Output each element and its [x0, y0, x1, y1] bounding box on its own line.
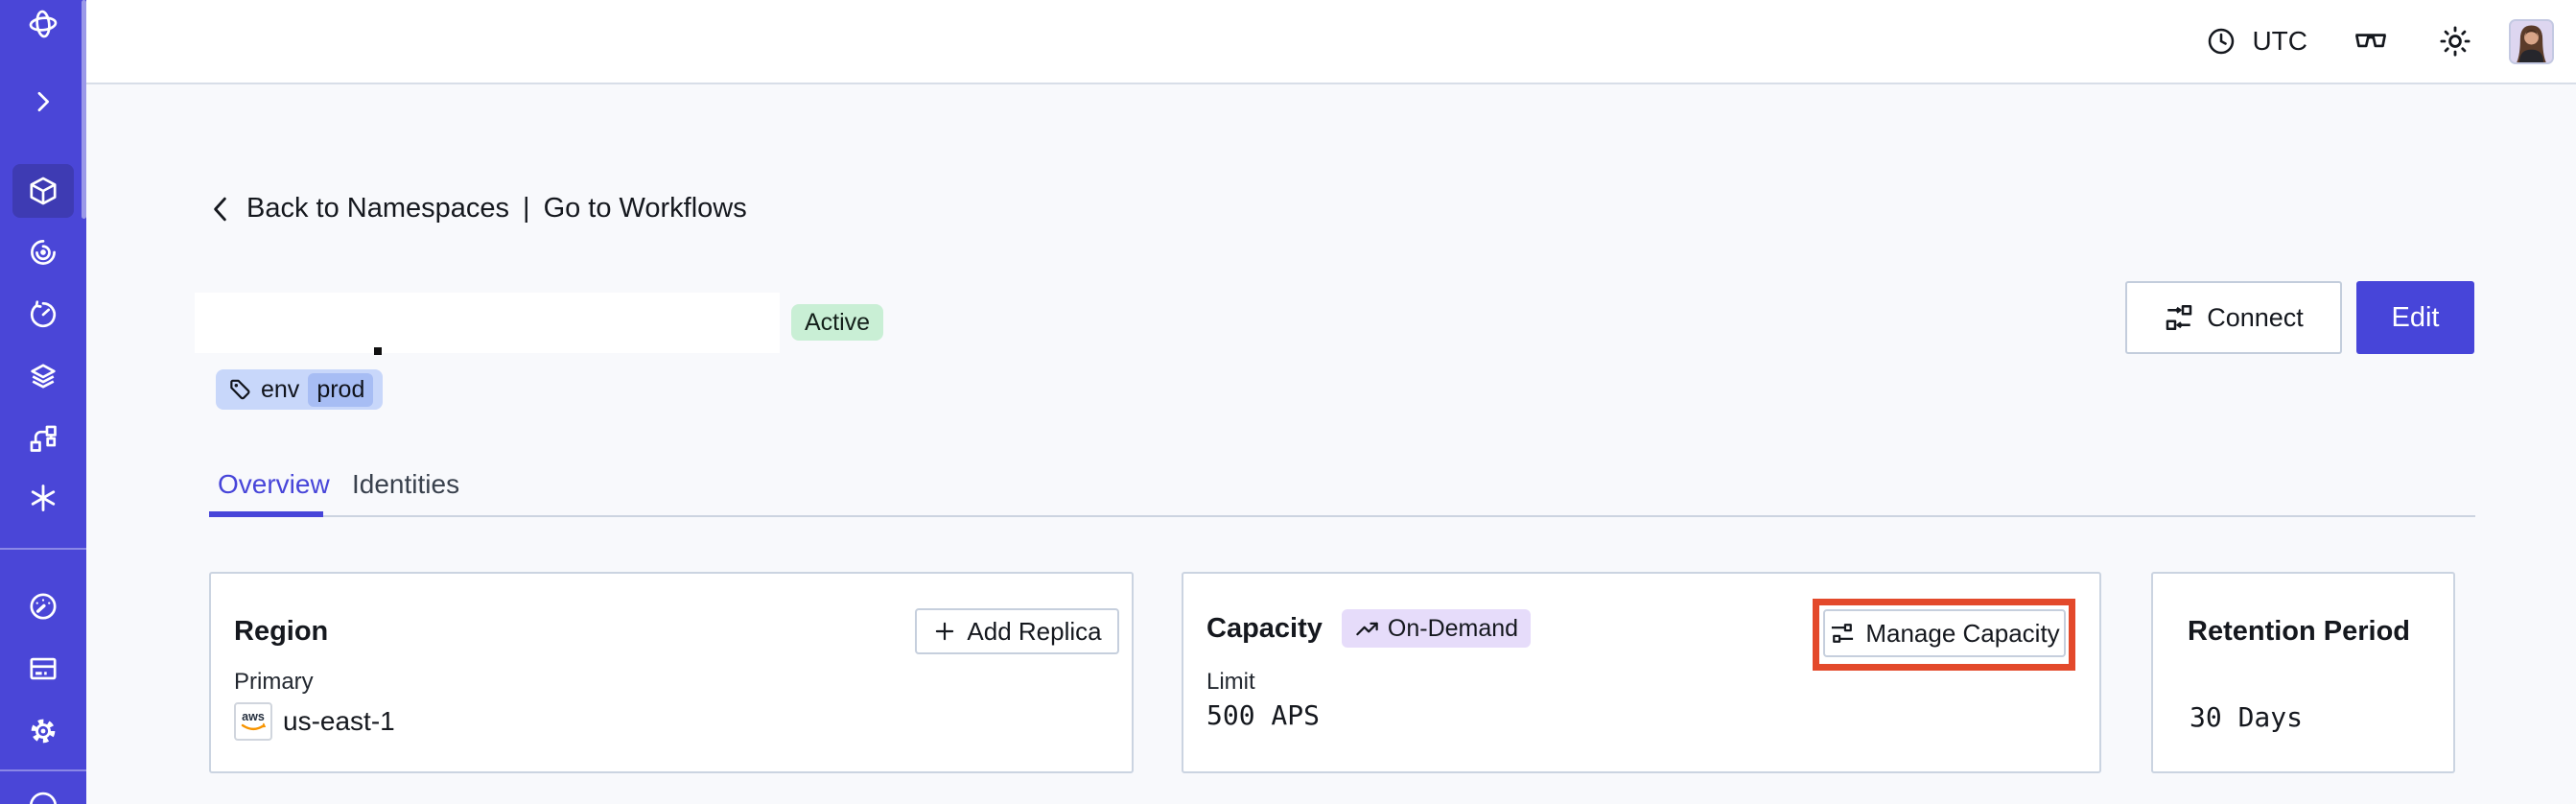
tab-bar-divider — [209, 515, 2475, 517]
aws-provider-icon: aws — [234, 702, 272, 741]
svg-text:aws: aws — [242, 710, 265, 723]
manage-capacity-label: Manage Capacity — [1865, 618, 2060, 648]
sidebar — [0, 0, 86, 804]
add-replica-button[interactable]: Add Replica — [915, 608, 1119, 654]
topbar: UTC — [86, 0, 2576, 84]
edit-button-label: Edit — [2391, 301, 2440, 333]
clock-icon — [2206, 26, 2236, 57]
sidebar-expand-chevron-icon[interactable] — [30, 88, 57, 115]
region-value-row: aws us-east-1 — [234, 702, 395, 741]
sidebar-item-workflows-icon[interactable] — [27, 236, 59, 269]
manage-capacity-button[interactable]: Manage Capacity — [1823, 609, 2066, 657]
capacity-limit-value: 500 APS — [1206, 699, 1321, 731]
timezone-label: UTC — [2252, 26, 2307, 56]
add-replica-label: Add Replica — [967, 616, 1102, 646]
region-card: Region Add Replica Primary aws us-east-1 — [209, 572, 1134, 773]
edit-button[interactable]: Edit — [2356, 281, 2474, 354]
brightness-toggle-icon[interactable] — [2438, 24, 2472, 59]
sidebar-divider — [0, 769, 86, 771]
back-chevron-icon — [208, 194, 233, 225]
namespace-title-redacted — [195, 293, 780, 353]
tag-value: prod — [308, 372, 374, 407]
sidebar-item-settings-icon[interactable] — [27, 715, 59, 747]
tab-overview[interactable]: Overview — [218, 469, 330, 499]
retention-card: Retention Period 30 Days — [2151, 572, 2455, 773]
namespace-tag-chip: env prod — [216, 369, 384, 410]
connect-button-label: Connect — [2207, 302, 2304, 332]
temporal-logo-icon[interactable] — [27, 8, 59, 40]
breadcrumb-back-link[interactable]: Back to Namespaces — [246, 193, 510, 224]
tab-identities[interactable]: Identities — [352, 469, 460, 499]
breadcrumb-separator: | — [523, 193, 530, 224]
connect-button[interactable]: Connect — [2125, 281, 2342, 354]
tag-icon — [227, 377, 252, 402]
namespace-title-artifact — [374, 347, 382, 355]
breadcrumb: Back to Namespaces | Go to Workflows — [208, 193, 747, 225]
sidebar-item-deployments-icon[interactable] — [27, 361, 59, 393]
on-demand-badge: On-Demand — [1341, 609, 1532, 648]
labs-glasses-icon[interactable] — [2352, 25, 2390, 58]
active-tab-underline — [209, 511, 323, 517]
capacity-title-row: Capacity On-Demand — [1206, 609, 1532, 648]
trending-up-icon — [1354, 616, 1380, 642]
on-demand-label: On-Demand — [1387, 614, 1519, 642]
retention-card-title: Retention Period — [2188, 616, 2411, 647]
user-avatar[interactable] — [2509, 18, 2554, 64]
sidebar-scrollbar-thumb[interactable] — [82, 0, 86, 219]
sidebar-item-account-icon[interactable] — [27, 787, 59, 804]
sidebar-item-billing-icon[interactable] — [27, 652, 59, 685]
region-value: us-east-1 — [283, 706, 395, 736]
breadcrumb-workflows-link[interactable]: Go to Workflows — [543, 193, 747, 224]
plus-icon — [932, 619, 957, 644]
sidebar-divider — [0, 548, 86, 550]
region-card-title: Region — [234, 616, 329, 647]
capacity-card: Capacity On-Demand — [1182, 572, 2101, 773]
tag-key: env — [261, 375, 300, 403]
sidebar-item-nexus-icon[interactable] — [27, 482, 59, 514]
sidebar-item-usage-icon[interactable] — [27, 590, 59, 623]
retention-value: 30 Days — [2190, 701, 2304, 733]
capacity-limit-label: Limit — [1206, 669, 1255, 695]
region-primary-label: Primary — [234, 669, 314, 695]
sidebar-item-schedules-icon[interactable] — [27, 298, 59, 331]
sliders-icon — [1829, 620, 1856, 647]
sidebar-item-namespaces-icon[interactable] — [27, 175, 59, 207]
sidebar-item-batch-operations-icon[interactable] — [27, 422, 59, 455]
timezone-selector[interactable]: UTC — [2206, 26, 2307, 57]
capacity-card-title: Capacity — [1206, 612, 1323, 644]
status-badge: Active — [791, 304, 884, 341]
connect-flow-icon — [2164, 302, 2194, 333]
